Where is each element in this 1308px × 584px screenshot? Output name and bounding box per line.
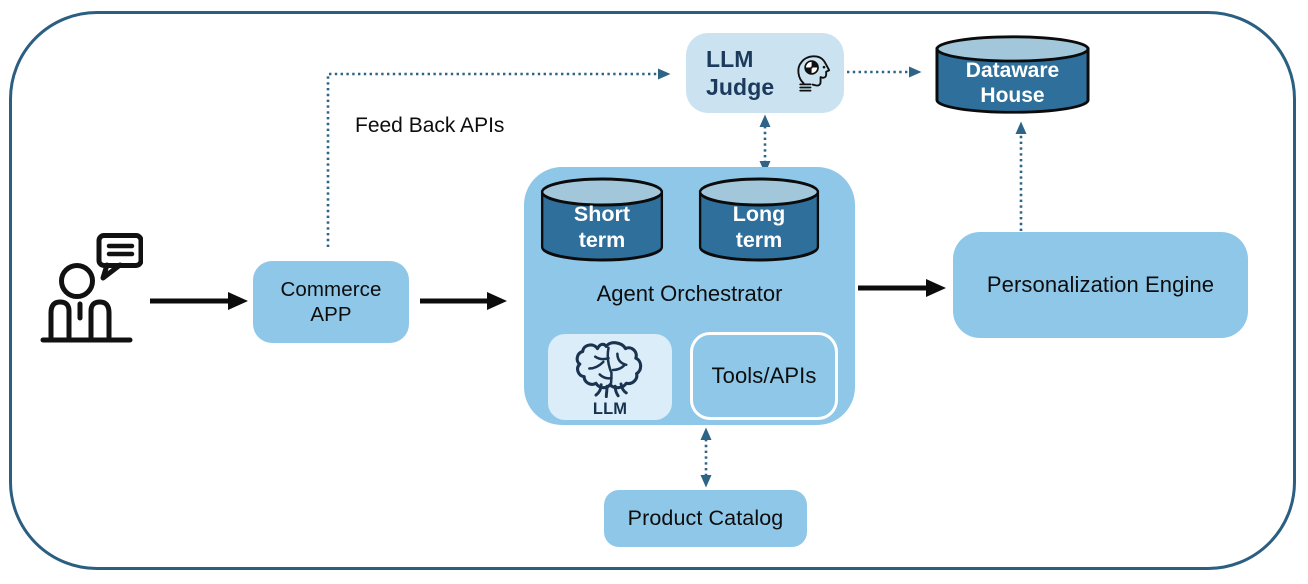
user-chat-icon bbox=[40, 233, 143, 343]
ai-head-icon bbox=[797, 55, 831, 92]
long-term-memory-node: Long term bbox=[697, 176, 821, 264]
diagram-border-frame bbox=[9, 11, 1296, 570]
product-catalog-label: Product Catalog bbox=[627, 506, 784, 531]
tools-apis-node: Tools/APIs bbox=[690, 332, 838, 420]
llm-label: LLM bbox=[592, 399, 628, 418]
database-cylinder-icon bbox=[698, 177, 820, 262]
long-term-label: Long term bbox=[732, 202, 786, 252]
commerce-app-label: Commerce APP bbox=[280, 278, 382, 326]
personalization-engine-label: Personalization Engine bbox=[986, 271, 1215, 297]
llm-node: LLM bbox=[548, 334, 672, 420]
database-cylinder-icon bbox=[935, 35, 1090, 114]
database-cylinder-icon bbox=[540, 177, 664, 262]
feedback-apis-label: Feed Back APIs bbox=[355, 114, 505, 137]
dataware-house-label: Dataware House bbox=[965, 59, 1060, 108]
personalization-engine-node: Personalization Engine bbox=[953, 232, 1248, 338]
agent-orchestrator-node: Short term Long term Agent Orchestrator bbox=[524, 167, 855, 425]
dataware-house-node: Dataware House bbox=[933, 34, 1092, 116]
short-term-memory-node: Short term bbox=[539, 176, 665, 264]
llm-judge-label: LLM Judge bbox=[706, 45, 775, 100]
product-catalog-node: Product Catalog bbox=[604, 490, 807, 547]
llm-judge-node: LLM Judge bbox=[686, 33, 844, 113]
brain-icon bbox=[575, 341, 643, 398]
tools-apis-label: Tools/APIs bbox=[711, 362, 817, 388]
agent-orchestrator-label: Agent Orchestrator bbox=[596, 281, 783, 306]
commerce-app-node: Commerce APP bbox=[253, 261, 409, 343]
short-term-label: Short term bbox=[573, 202, 631, 252]
